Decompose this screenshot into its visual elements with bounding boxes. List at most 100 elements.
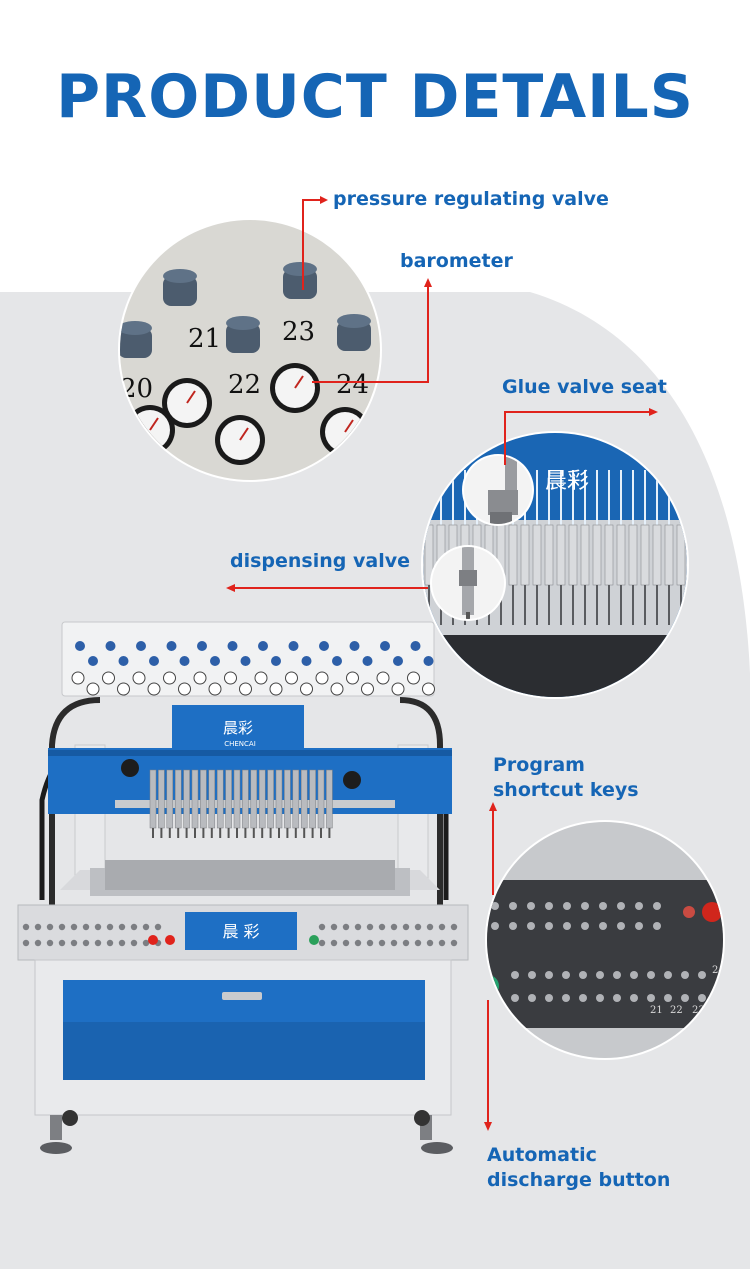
- panel-key: [414, 923, 422, 931]
- shortcut-key: [613, 994, 621, 1002]
- shortcut-key: [596, 971, 604, 979]
- needle-valve: [250, 769, 258, 829]
- panel-key: [318, 923, 326, 931]
- valve-tip: [320, 828, 322, 838]
- panel-key: [106, 923, 114, 931]
- gauge: [376, 671, 390, 685]
- gauge: [224, 671, 237, 685]
- panel-key: [354, 939, 362, 947]
- key-number-23: 23: [692, 1005, 705, 1016]
- shortcut-key: [681, 971, 689, 979]
- regulator-knob: [349, 641, 360, 651]
- shortcut-key: [581, 902, 589, 910]
- gauge: [71, 671, 85, 685]
- callout-discharge-line1: Automatic: [487, 1144, 597, 1166]
- gauge: [300, 682, 313, 696]
- shortcut-key: [596, 994, 604, 1002]
- panel-key: [154, 923, 162, 931]
- valve-tip: [202, 828, 205, 838]
- needle-valve: [267, 769, 274, 829]
- valve-tip: [584, 585, 586, 625]
- gauge: [422, 682, 435, 696]
- valve-tip: [632, 585, 634, 625]
- valve-tip: [596, 585, 598, 625]
- gauge: [163, 671, 176, 685]
- shortcut-key: [664, 994, 672, 1002]
- panel-key: [46, 923, 54, 931]
- glue-seat-arrow: [504, 411, 652, 465]
- regulator-cap: [163, 269, 197, 283]
- shortcut-key: [509, 902, 517, 910]
- dispensing-valve-inset: [430, 545, 506, 621]
- needle-valve: [309, 769, 316, 829]
- needle-valve: [604, 524, 614, 586]
- air-fitting: [343, 771, 361, 789]
- needle-valve: [317, 769, 325, 829]
- shortcut-key: [545, 994, 553, 1002]
- needle-valve: [183, 769, 190, 829]
- panel-brand: 晨 彩: [222, 922, 259, 941]
- shortcut-keys-closeup: 21 22 23 24: [485, 820, 725, 1060]
- panel-key: [82, 923, 90, 931]
- gauge-needle: [239, 427, 249, 441]
- pressure-arrow: [302, 199, 325, 290]
- panel-key: [450, 923, 458, 931]
- needle-valve: [149, 769, 157, 829]
- shortcut-key: [599, 902, 607, 910]
- valve-tip: [620, 585, 622, 625]
- valve-tip: [656, 585, 658, 625]
- valve-tip: [524, 585, 526, 625]
- panel-key: [70, 923, 78, 931]
- gauge: [330, 682, 344, 696]
- regulator-knob: [410, 641, 421, 651]
- shortcut-key: [527, 902, 535, 910]
- gauge: [285, 671, 298, 685]
- panel-key: [378, 939, 386, 947]
- panel-key: [22, 939, 30, 947]
- shortcut-key: [528, 994, 536, 1002]
- valve-tip: [668, 585, 670, 625]
- callout-program-shortcut-keys: Program shortcut keys: [493, 753, 639, 803]
- gauge: [102, 671, 115, 685]
- regulator-knob: [197, 641, 207, 651]
- page-title: PRODUCT DETAILS: [56, 62, 694, 132]
- valve-tip: [160, 828, 163, 838]
- shortcut-key: [647, 994, 655, 1002]
- shortcut-key: [563, 922, 571, 930]
- needle-valve: [592, 524, 602, 586]
- regulator-knob: [258, 641, 268, 651]
- callout-barometer: barometer: [400, 250, 513, 272]
- regulator-knob: [240, 656, 251, 666]
- panel-key: [34, 939, 42, 947]
- panel-key: [426, 939, 434, 947]
- gauge-needle: [344, 419, 354, 433]
- shortcut-key: [613, 971, 621, 979]
- pressure-valve-closeup: 21 23 20 22 24: [118, 218, 382, 482]
- needle-valve: [556, 524, 566, 586]
- panel-key: [378, 923, 386, 931]
- gauge: [269, 682, 283, 696]
- panel-key: [106, 939, 114, 947]
- valve-tip: [244, 828, 247, 838]
- shortcut-key: [579, 994, 587, 1002]
- gauge: [132, 671, 146, 685]
- needle-valve: [292, 769, 300, 829]
- gauge: [361, 682, 374, 696]
- shortcut-key: [545, 971, 553, 979]
- gauge: [178, 682, 191, 696]
- gauge: [315, 671, 329, 685]
- panel-key: [402, 939, 410, 947]
- panel-key: [130, 939, 138, 947]
- callout-dispensing-valve: dispensing valve: [230, 550, 410, 572]
- regulator-knob: [210, 656, 220, 666]
- shortcut-key: [545, 902, 553, 910]
- shortcut-key: [653, 902, 661, 910]
- valve-tip: [194, 828, 196, 838]
- needle-valve: [532, 524, 542, 586]
- gauge-needle: [149, 417, 159, 431]
- shortcut-key: [509, 922, 517, 930]
- gauge-needle: [186, 390, 196, 404]
- needle-valve: [242, 769, 249, 829]
- gauge: [117, 682, 130, 696]
